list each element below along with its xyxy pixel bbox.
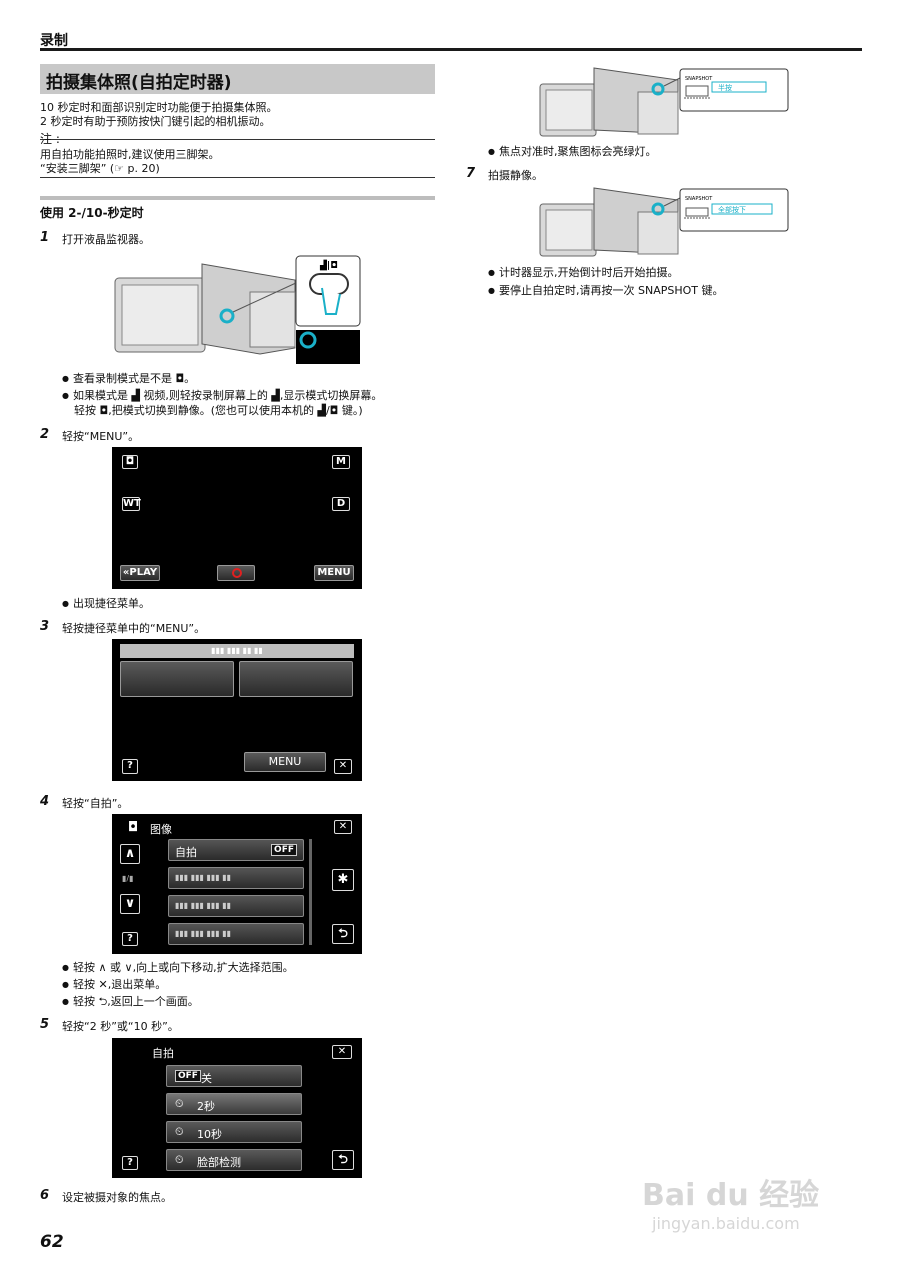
wt-icon[interactable]: WT [122,497,141,511]
camcorder-illustration-1: ▟|◘ [114,255,361,364]
step2-bullet-1: 出现捷径菜单。 [62,597,150,612]
note-rule-top [40,139,435,140]
close-icon[interactable]: ✕ [332,1045,352,1059]
play-button[interactable]: «PLAY [120,565,160,581]
camera-mode-icon[interactable]: ◘ [122,455,138,469]
step1-bullet-2-cont: 轻按 ◘,把模式切换到静像。(您也可以使用本机的 ▟/◘ 键。) [74,404,363,417]
step1-bullet-1: 查看录制模式是不是 ◘。 [62,372,195,387]
header-divider [40,48,862,51]
close-icon[interactable]: ✕ [334,759,352,774]
step-number: 3 [40,619,50,634]
step-text: 轻按捷径菜单中的“MENU”。 [62,622,206,635]
scrollbar[interactable] [309,839,312,945]
record-button[interactable] [217,565,255,581]
option-label: 2秒 [197,1100,215,1113]
menu-item-label: 自拍 [175,846,197,859]
step-number: 2 [40,427,50,442]
note-line-1: 用自拍功能拍照时,建议使用三脚架。 [40,148,220,161]
off-badge: OFF [271,844,297,856]
scroll-up-icon[interactable]: ∧ [120,844,140,864]
shortcut-menu-title: ▮▮▮ ▮▮▮ ▮▮ ▮▮ [120,644,354,658]
option-label: 10秒 [197,1128,222,1141]
note-line-2[interactable]: “安装三脚架” (☞ p. 20) [40,162,160,175]
shortcut-menu-screen: ▮▮▮ ▮▮▮ ▮▮ ▮▮ ? MENU ✕ [112,639,362,781]
shortcut-slot-left[interactable] [120,661,234,697]
section-title-bar: 拍摄集体照(自拍定时器) [40,64,435,94]
step4-bullet-2: 轻按 ✕,退出菜单。 [62,978,166,993]
record-circle-icon [232,568,242,578]
timer-icon: ⏲ [175,1125,184,1138]
step-number: 5 [40,1017,50,1032]
gear-icon[interactable]: ✱ [332,869,354,891]
intro-line-1: 10 秒定时和面部识别定时功能便于拍摄集体照。 [40,101,278,114]
option-label: 脸部检测 [197,1156,241,1169]
menu-item-self-timer[interactable]: 自拍 OFF [168,839,304,861]
help-icon[interactable]: ? [122,759,138,774]
option-label: 关 [201,1072,212,1085]
back-icon[interactable]: ⮌ [332,1150,354,1170]
option-2-sec[interactable]: ⏲ 2秒 [166,1093,302,1115]
menu-button[interactable]: MENU [314,565,354,581]
step7-bullet-2: 要停止自拍定时,请再按一次 SNAPSHOT 键。 [488,284,724,299]
record-screen: ◘ M WT D «PLAY MENU [112,447,362,589]
step-text: 轻按“MENU”。 [62,430,140,443]
step-number: 6 [40,1188,50,1203]
subsection-bar [40,196,435,200]
d-icon[interactable]: D [332,497,350,511]
intro-line-2: 2 秒定时有助于预防按快门键引起的相机振动。 [40,115,271,128]
option-off[interactable]: OFF 关 [166,1065,302,1087]
step-number: 7 [466,166,476,181]
shortcut-slot-right[interactable] [239,661,353,697]
svg-text:半按: 半按 [718,83,732,92]
camcorder-full-press-illustration: SNAPSHOT 全部按下 [539,187,789,257]
menu-item[interactable]: ▮▮▮ ▮▮▮ ▮▮▮ ▮▮ [168,923,304,945]
m-icon[interactable]: M [332,455,350,469]
step-text: 轻按“自拍”。 [62,797,129,810]
timer-icon: ⏲ [175,1097,184,1110]
scroll-down-icon[interactable]: ∨ [120,894,140,914]
camcorder-half-press-illustration: SNAPSHOT 半按 [539,67,789,137]
close-icon[interactable]: ✕ [334,820,352,834]
baidu-watermark-logo: Bai du 经验 [642,1178,820,1213]
self-timer-title: 自拍 [152,1047,174,1060]
camera-icon: ◘ [128,820,139,835]
baidu-watermark-url: jingyan.baidu.com [652,1214,800,1233]
svg-text:▟|◘: ▟|◘ [319,259,338,271]
help-icon[interactable]: ? [122,1156,138,1170]
svg-text:全部按下: 全部按下 [718,205,746,214]
step7-bullet-1: 计时器显示,开始倒计时后开始拍摄。 [488,266,679,281]
step-text: 打开液晶监视器。 [62,233,150,246]
image-menu-screen: ◘ 图像 ✕ ∧ ▮/▮ ∨ ? 自拍 OFF ▮▮▮ ▮▮▮ ▮▮▮ ▮▮ ▮… [112,814,362,954]
page-header-title: 录制 [40,33,68,49]
svg-text:SNAPSHOT: SNAPSHOT [685,76,713,82]
self-timer-screen: 自拍 ✕ OFF 关 ⏲ 2秒 ⏲ 10秒 ⏲ 脸部检测 ? ⮌ [112,1038,362,1178]
step4-bullet-3: 轻按 ⮌,返回上一个画面。 [62,995,199,1010]
step-number: 4 [40,794,50,809]
option-face-detect[interactable]: ⏲ 脸部检测 [166,1149,302,1171]
image-menu-title: 图像 [150,823,172,836]
back-icon[interactable]: ⮌ [332,924,354,944]
menu-item[interactable]: ▮▮▮ ▮▮▮ ▮▮▮ ▮▮ [168,867,304,889]
page-indicator: ▮/▮ [122,874,134,883]
note-rule-bottom [40,177,435,178]
step4-bullet-1: 轻按 ∧ 或 ∨,向上或向下移动,扩大选择范围。 [62,961,294,976]
section-title: 拍摄集体照(自拍定时器) [46,73,232,93]
step-text: 轻按“2 秒”或“10 秒”。 [62,1020,179,1033]
page-number: 62 [40,1232,64,1252]
off-badge: OFF [175,1070,201,1082]
svg-text:SNAPSHOT: SNAPSHOT [685,196,713,202]
menu-item[interactable]: ▮▮▮ ▮▮▮ ▮▮▮ ▮▮ [168,895,304,917]
face-timer-icon: ⏲ [175,1153,184,1166]
note-label: 注 : [40,132,60,146]
step6-bullet-1: 焦点对准时,聚焦图标会亮绿灯。 [488,145,657,160]
step1-bullet-2: 如果模式是 ▟ 视频,则轻按录制屏幕上的 ▟,显示模式切换屏幕。 [62,389,382,404]
option-10-sec[interactable]: ⏲ 10秒 [166,1121,302,1143]
help-icon[interactable]: ? [122,932,138,946]
step-text: 设定被摄对象的焦点。 [62,1191,172,1204]
subsection-title: 使用 2-/10-秒定时 [40,206,144,220]
shortcut-menu-button[interactable]: MENU [244,752,326,772]
step-text: 拍摄静像。 [488,169,543,182]
step-number: 1 [40,230,50,245]
